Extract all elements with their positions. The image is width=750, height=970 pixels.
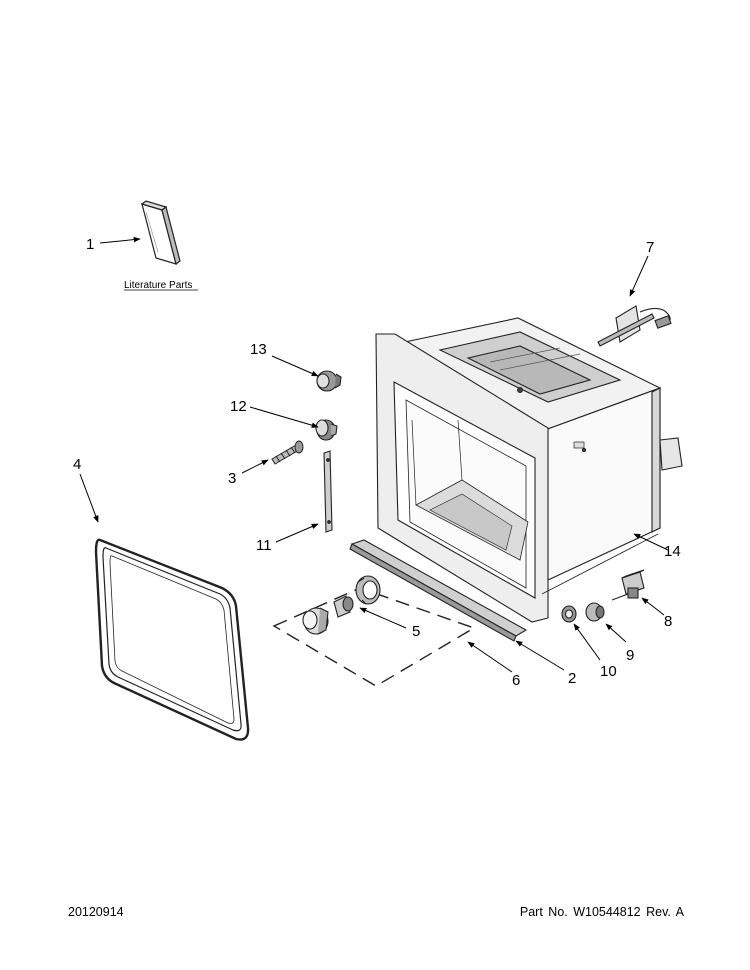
callout-2: 2: [568, 670, 576, 687]
callout-numbers: 1 7 13 12 3 4 11 14 8 5 9 10 2 6: [73, 236, 681, 689]
footer-part-number: Part No. W10544812 Rev. A: [519, 905, 684, 919]
callout-14: 14: [664, 543, 681, 560]
callout-7: 7: [646, 239, 654, 256]
callout-4: 4: [73, 456, 81, 473]
callout-1: 1: [86, 236, 94, 253]
knob-13: [316, 370, 342, 392]
front-trim: [349, 539, 528, 642]
callout-3: 3: [228, 470, 236, 487]
callout-13: 13: [250, 341, 267, 358]
oven-cavity: [375, 317, 683, 623]
literature-booklet: [140, 200, 181, 266]
light-socket: [585, 602, 605, 622]
control-knob-assembly: [272, 575, 476, 687]
callout-12: 12: [230, 398, 247, 415]
light-lens: [561, 605, 577, 623]
screw: [271, 440, 304, 465]
door-switch: [611, 569, 645, 601]
callout-10: 10: [600, 663, 617, 680]
callout-5: 5: [412, 623, 420, 640]
footer-date: 20120914: [68, 905, 124, 919]
bracket-strip: [323, 450, 333, 533]
door-gasket: [94, 538, 250, 741]
leader-lines: [79, 236, 669, 673]
callout-8: 8: [664, 613, 672, 630]
callout-9: 9: [626, 647, 634, 664]
literature-parts-label: Literature Parts: [124, 280, 192, 291]
temperature-sensor: [597, 305, 672, 347]
callout-11: 11: [256, 537, 272, 554]
callout-6: 6: [512, 672, 520, 689]
knob-12: [315, 419, 338, 441]
